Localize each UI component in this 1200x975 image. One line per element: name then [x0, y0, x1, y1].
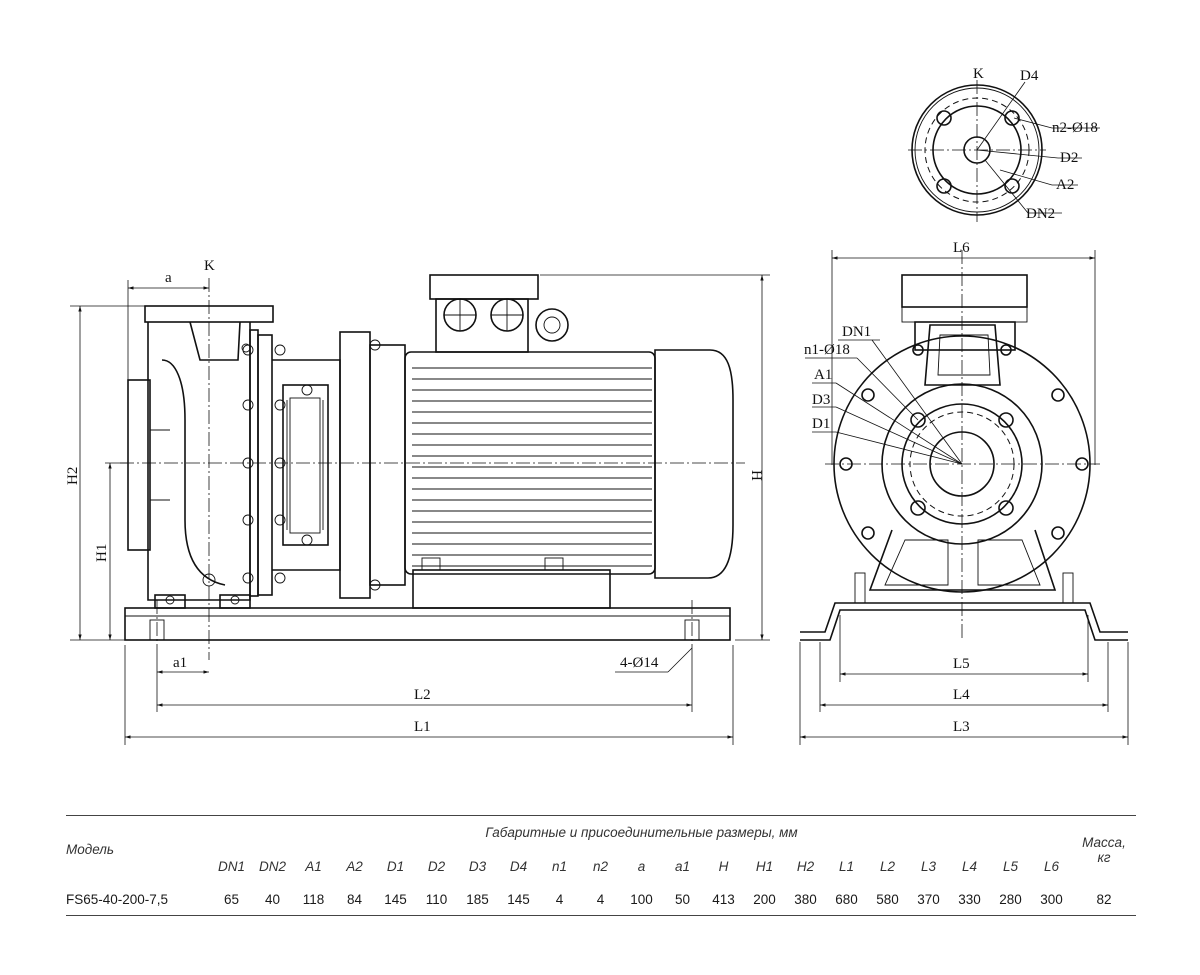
spec-table: Модель Габаритные и присоединительные ра… [66, 815, 1136, 916]
column-header: DN2 [258, 859, 286, 874]
dim-l2-label: L2 [414, 687, 431, 703]
column-header: L1 [838, 859, 855, 874]
flange-k-label: K [973, 66, 984, 82]
column-header: H1 [755, 859, 774, 874]
side-view: DN1 n1-Ø18 A1 D3 D1 L6 L5 L4 L3 [799, 240, 1129, 745]
column-header: H2 [796, 859, 815, 874]
value-cell: 580 [876, 891, 899, 907]
side-dn1-label: DN1 [842, 324, 871, 340]
column-header: DN1 [217, 859, 245, 874]
dim-a-label: a [165, 270, 172, 286]
column-header: L3 [920, 859, 937, 874]
column-header: D2 [427, 859, 446, 874]
dims-header: Габаритные и присоединительные размеры, … [485, 825, 798, 841]
dim-k-label: K [204, 258, 215, 274]
dim-a1-label: a1 [173, 655, 187, 671]
column-header: H [718, 859, 729, 874]
side-d1-label: D1 [812, 416, 830, 432]
flange-d4-label: D4 [1020, 68, 1039, 84]
front-view: a K H2 H1 H a1 4-Ø14 L2 L1 [65, 258, 770, 745]
column-header: D1 [386, 859, 405, 874]
model-cell: FS65-40-200-7,5 [66, 891, 169, 907]
column-header: n1 [551, 859, 568, 874]
flange-view: K D4 n2-Ø18 D2 A2 DN2 [908, 66, 1100, 222]
flange-d2-label: D2 [1060, 150, 1078, 166]
dim-l4-label: L4 [953, 687, 970, 703]
value-cell: 300 [1040, 891, 1063, 907]
value-cell: 50 [674, 891, 691, 907]
dim-h1-label: H1 [94, 544, 110, 562]
model-header: Модель [66, 842, 114, 858]
dim-l3-label: L3 [953, 719, 970, 735]
dim-l5-label: L5 [953, 656, 970, 672]
column-header: L6 [1043, 859, 1060, 874]
column-header: D4 [509, 859, 528, 874]
base-frame [124, 607, 731, 641]
value-cell: 370 [917, 891, 940, 907]
dim-l1-label: L1 [414, 719, 431, 735]
motor [404, 274, 734, 609]
dim-h2-label: H2 [65, 467, 81, 485]
side-n1-label: n1-Ø18 [804, 342, 850, 358]
column-header: a [637, 859, 646, 874]
column-header: L4 [961, 859, 978, 874]
column-header: n2 [592, 859, 609, 874]
value-cell: 118 [302, 891, 325, 907]
value-cell: 380 [794, 891, 817, 907]
dim-l6-label: L6 [953, 240, 970, 256]
dim-h-label: H [748, 470, 764, 481]
mass-unit: кг [1097, 849, 1111, 865]
value-cell: 4 [555, 891, 564, 907]
value-cell: 40 [264, 891, 281, 907]
value-cell: 4 [596, 891, 605, 907]
pump-bracket [242, 329, 406, 599]
value-cell: 65 [223, 891, 240, 907]
value-cell: 680 [835, 891, 858, 907]
front-dimensions: a K H2 H1 H a1 4-Ø14 L2 L1 [65, 258, 770, 745]
value-cell: 413 [712, 891, 735, 907]
column-header: L2 [879, 859, 896, 874]
table-row: FS65-40-200-7,5 65 40 118 84 145 110 185 145 4 4 10… [66, 884, 1136, 916]
value-cell: 200 [753, 891, 776, 907]
value-cell: 110 [425, 891, 448, 907]
column-header: D3 [468, 859, 487, 874]
side-a1-label: A1 [814, 367, 832, 383]
flange-dn2-label: DN2 [1026, 206, 1055, 222]
flange-n2-label: n2-Ø18 [1052, 120, 1098, 136]
value-cell: 100 [630, 891, 653, 907]
column-header: A1 [305, 859, 322, 874]
side-d3-label: D3 [812, 392, 830, 408]
column-header: a1 [674, 859, 691, 874]
value-cell: 280 [999, 891, 1022, 907]
value-cell: 185 [466, 891, 489, 907]
column-header-row: DN1 DN2 A1 A2 D1 D2 D3 D4 n1 n2 a a1 H H1 H2 L1 L2 L3 L4 L5… [66, 850, 1136, 884]
value-cell: 84 [346, 891, 363, 907]
pump-volute [127, 305, 274, 609]
holes-label: 4-Ø14 [620, 655, 659, 671]
flange-a2-label: A2 [1056, 177, 1074, 193]
mass-cell: 82 [1096, 891, 1112, 907]
mass-header: Масса, [1082, 834, 1126, 850]
column-header: L5 [1002, 859, 1019, 874]
column-header: A2 [346, 859, 363, 874]
value-cell: 145 [507, 891, 530, 907]
value-cell: 330 [958, 891, 981, 907]
value-cell: 145 [384, 891, 407, 907]
